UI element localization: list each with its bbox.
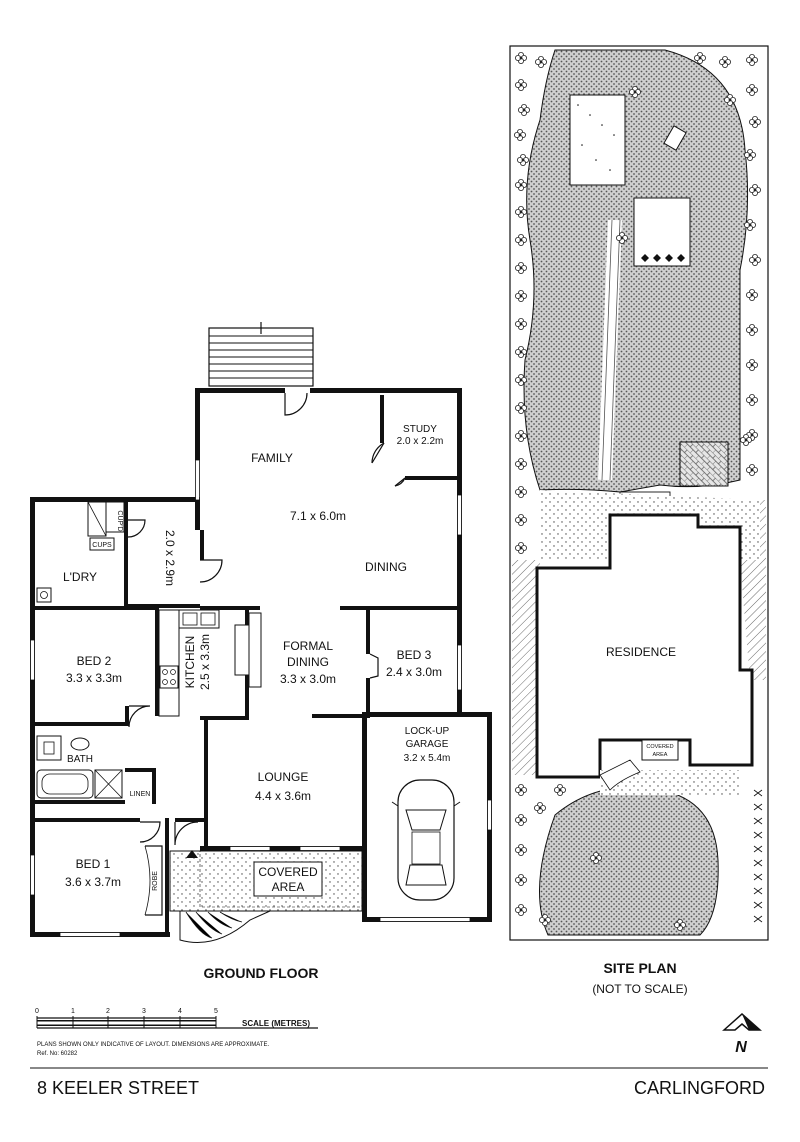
site-plan: RESIDENCE COVERED AREA	[509, 45, 769, 996]
north-label: N	[735, 1039, 747, 1056]
study-label: STUDY	[403, 424, 437, 435]
garage-label-2: GARAGE	[406, 739, 449, 750]
site-plan-title: SITE PLAN	[603, 960, 676, 976]
car-icon	[391, 779, 461, 901]
door-swings	[127, 392, 406, 846]
internal-walls	[35, 395, 457, 936]
site-covered-label-2: AREA	[653, 752, 668, 758]
scale-bar: 0 1 2 3 4 5 SCALE (METRES)	[35, 1008, 318, 1029]
kitchen-fixtures	[158, 609, 262, 717]
cups-label: CUPS	[92, 542, 112, 549]
footer-suburb: CARLINGFORD	[634, 1078, 765, 1098]
site-covered-area	[641, 739, 679, 761]
residence-label: RESIDENCE	[606, 645, 676, 659]
formal-dining-label-2: DINING	[287, 655, 329, 669]
family-dims: 7.1 x 6.0m	[290, 509, 346, 523]
front-lawn	[538, 786, 719, 936]
formal-dining-label: FORMAL	[283, 639, 333, 653]
paved-area	[569, 94, 626, 186]
reference-number: Ref. No: 60282	[37, 1051, 78, 1057]
kitchen-label: KITCHEN	[183, 636, 197, 689]
scale-tick-3: 3	[142, 1008, 146, 1015]
rear-lawn	[523, 49, 749, 493]
garage-label: LOCK-UP	[405, 726, 450, 737]
footer-address: 8 KEELER STREET	[37, 1078, 199, 1098]
scale-tick-5: 5	[214, 1008, 218, 1015]
laundry-fixtures	[36, 501, 125, 603]
lounge-dims: 4.4 x 3.6m	[255, 789, 311, 803]
bed3-dims: 2.4 x 3.0m	[386, 665, 442, 679]
study-dims: 2.0 x 2.2m	[397, 436, 444, 447]
bed1-label: BED 1	[76, 857, 111, 871]
bath-label: BATH	[67, 754, 93, 765]
cupboard-label: CUP'D	[116, 510, 123, 531]
bed2-dims: 3.3 x 3.3m	[66, 671, 122, 685]
covered-area-label-2: AREA	[272, 880, 305, 894]
bathroom-fixtures	[36, 735, 123, 799]
rear-deck-steps	[208, 322, 314, 387]
covered-area-box	[253, 861, 323, 897]
laundry-label: L'DRY	[63, 570, 97, 584]
scale-label: SCALE (METRES)	[242, 1019, 310, 1028]
scale-tick-1: 1	[71, 1008, 75, 1015]
brick-paving	[679, 441, 729, 487]
formal-dining-dims: 3.3 x 3.0m	[280, 672, 336, 686]
robe-cupboard	[144, 845, 163, 916]
family-label: FAMILY	[251, 451, 293, 465]
scale-tick-2: 2	[106, 1008, 110, 1015]
room-labels: FAMILY 7.1 x 6.0m DINING STUDY 2.0 x 2.2…	[63, 424, 451, 897]
windows	[30, 459, 492, 937]
residence-footprint	[535, 513, 754, 779]
scale-tick-4: 4	[178, 1008, 182, 1015]
north-arrow-icon: N	[722, 1012, 762, 1056]
scale-tick-0: 0	[35, 1008, 39, 1015]
bed1-dims: 3.6 x 3.7m	[65, 875, 121, 889]
bed3-label: BED 3	[397, 648, 432, 662]
linen-label: LINEN	[130, 791, 151, 798]
dining-label: DINING	[365, 560, 407, 574]
covered-area-label: COVERED	[258, 865, 318, 879]
disclaimer: PLANS SHOWN ONLY INDICATIVE OF LAYOUT. D…	[37, 1042, 269, 1048]
site-covered-label: COVERED	[646, 744, 673, 750]
lounge-label: LOUNGE	[258, 770, 309, 784]
ground-floor-plan: FAMILY 7.1 x 6.0m DINING STUDY 2.0 x 2.2…	[30, 322, 492, 981]
hall-dims: 2.0 x 2.9m	[163, 530, 177, 586]
kitchen-dims: 2.5 x 3.3m	[198, 634, 212, 690]
site-plan-subtitle: (NOT TO SCALE)	[592, 982, 687, 996]
bed2-label: BED 2	[77, 654, 112, 668]
ground-floor-title: GROUND FLOOR	[203, 965, 318, 981]
garage-dims: 3.2 x 5.4m	[404, 753, 451, 764]
robe-label: ROBE	[152, 871, 159, 891]
